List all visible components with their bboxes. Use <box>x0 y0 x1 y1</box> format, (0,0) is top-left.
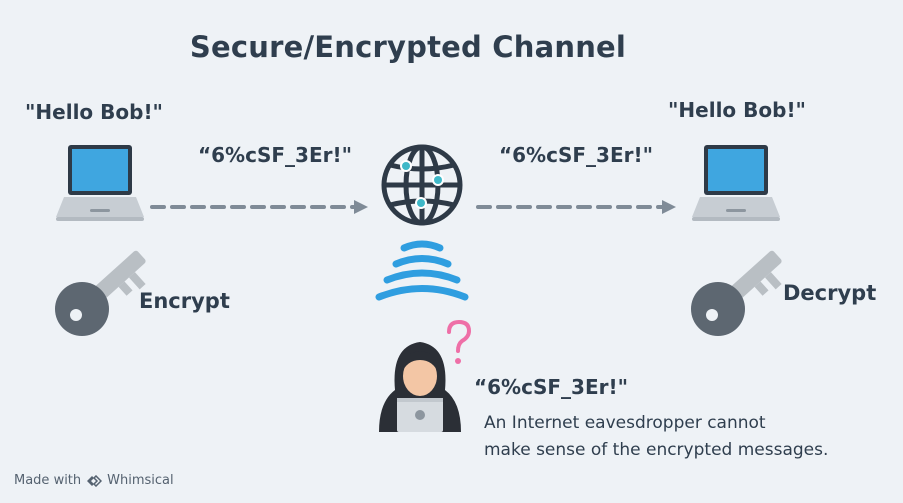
whimsical-brand: Whimsical <box>107 473 174 488</box>
receiver-plaintext: "Hello Bob!" <box>668 98 806 122</box>
sender-plaintext: "Hello Bob!" <box>25 100 163 124</box>
receiver-laptop-icon <box>692 145 780 221</box>
arrow-to-receiver-icon <box>476 200 676 214</box>
diagram-title: Secure/Encrypted Channel <box>189 30 627 64</box>
encrypt-label: Encrypt <box>139 289 230 313</box>
eavesdropper-caption-line-2: make sense of the encrypted messages. <box>484 440 829 460</box>
arrow-to-internet-icon <box>150 200 368 214</box>
sender-laptop-icon <box>56 145 144 221</box>
ciphertext-label-left: “6%cSF_3Er!" <box>198 143 353 167</box>
ciphertext-label-right: “6%cSF_3Er!" <box>499 143 654 167</box>
eavesdropper-caption-line-1: An Internet eavesdropper cannot <box>484 413 766 433</box>
internet-globe-icon <box>381 144 463 226</box>
wireless-signal-icon <box>375 240 469 301</box>
encrypt-key-icon <box>55 250 146 336</box>
made-with-label: Made with <box>14 473 82 488</box>
decrypt-key-icon <box>691 250 782 336</box>
made-with-whimsical[interactable]: Made with Whimsical <box>14 473 174 488</box>
decrypt-label: Decrypt <box>783 281 877 305</box>
hacker-icon <box>379 342 461 432</box>
whimsical-logo-icon <box>87 474 103 487</box>
question-mark-icon <box>447 319 472 364</box>
eavesdropper-ciphertext: “6%cSF_3Er!" <box>474 375 629 399</box>
